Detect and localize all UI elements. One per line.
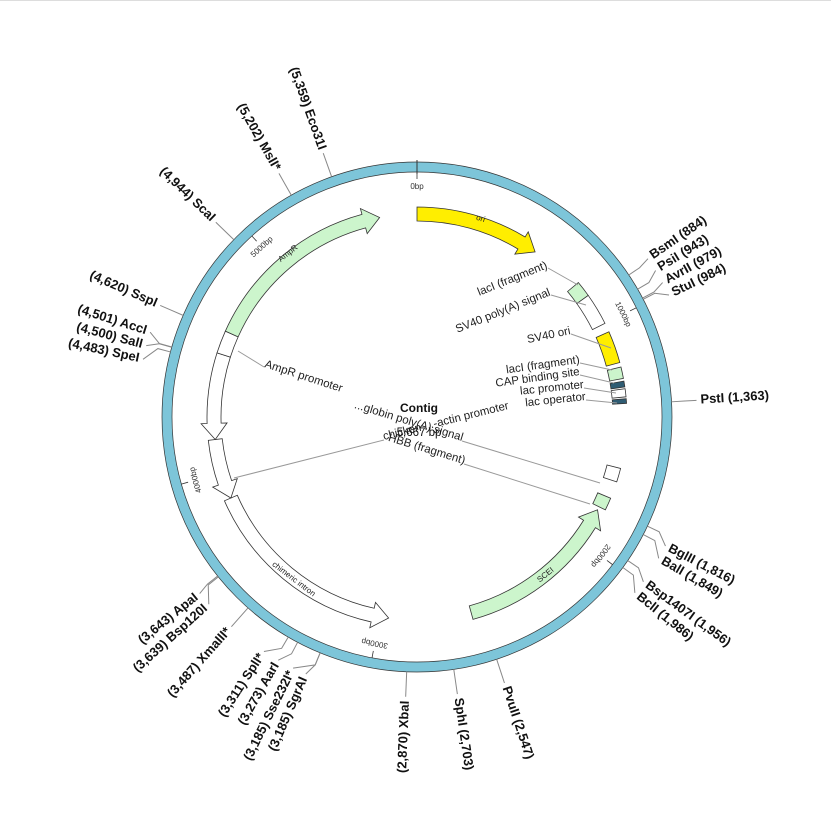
site-leader-line [263,636,289,652]
site-leader-line [647,525,666,547]
site-leader-line [199,575,218,594]
tick-mark [629,307,637,312]
feature-hbb-fragment [592,492,612,511]
feature-label: ori [475,213,486,224]
feature-leader-line [463,463,591,505]
site-leader-line [149,331,172,348]
tick-mark [251,235,257,242]
feature-label: SV40 poly(A) signal [454,287,552,336]
tick-label: 2000bp [589,542,613,569]
feature-leader-line [583,387,617,394]
feature-leader-line [570,333,612,349]
tick-label: 3000bp [360,637,388,651]
feature-chimeric-intron [223,494,390,629]
site-leader-line [671,399,697,403]
feature-leader-line [547,267,579,286]
site-leader-line [305,652,321,675]
site-leader-line [142,348,171,360]
site-leader-line [642,282,663,299]
feature-scei [468,509,602,620]
restriction-site-label[interactable]: (4,620) SspI [88,267,160,310]
site-leader-line [207,576,219,605]
tick-label: 0bp [410,182,424,191]
feature-laci-fragment [606,366,624,382]
restriction-site-label[interactable]: (5,359) Eco31I [287,65,330,152]
feature-sv40-ori [595,331,621,367]
site-leader-line [278,173,292,196]
site-leader-line [628,258,649,276]
site-leader-line [642,292,670,300]
tick-mark [371,650,374,658]
feature-chicken-actin-promoter [207,438,238,499]
feature-leader-line [233,439,385,479]
site-leader-line [160,304,184,316]
restriction-site-label[interactable]: (2,870) XbaI [394,700,412,773]
feature-ori [416,206,536,255]
plasmid-size: 5,667 bp [397,427,442,439]
feature-leader-line [461,440,601,484]
site-leader-line [278,642,299,661]
tick-mark [606,560,613,565]
site-leader-line [496,659,505,684]
feature-lac-operator [611,398,627,405]
tick-label: 4000bp [187,466,203,495]
feature-leader-line [579,362,613,371]
tick-label: 5000bp [249,234,275,259]
feature-leader-line [550,294,587,306]
site-leader-line [643,534,660,559]
site-leader-line [322,153,333,177]
tick-label: 1000bp [613,300,633,328]
feature-label: AmpR promoter [263,358,344,395]
feature-annotations [200,206,627,629]
restriction-site-label[interactable]: (4,944) ScaI [157,164,219,225]
site-leader-line [637,270,657,290]
feature-leader-line [579,374,615,384]
site-leader-line [453,669,458,695]
plasmid-title: Contig [400,401,438,415]
feature-sv40-poly-a-signal [576,294,606,331]
feature-leader-line [237,350,265,368]
feature-globin-poly-a-signal [602,464,622,483]
tick-mark [181,481,189,485]
restriction-site-label[interactable]: PvuII (2,547) [500,684,538,761]
site-leader-line [622,567,636,593]
site-leader-line [293,652,321,669]
restriction-site-label[interactable]: PstI (1,363) [700,387,769,406]
feature-label: SV40 ori [526,325,572,346]
site-leader-line [215,221,235,240]
site-leader-line [627,560,644,582]
site-leader-line [405,671,408,697]
feature-label: chimeric intron [270,560,317,599]
restriction-site-label[interactable]: SphI (2,703) [452,697,477,771]
site-leader-line [231,607,249,627]
feature-leader-line [585,399,618,404]
feature-ampr [224,207,381,338]
feature-cmv-enhancer [200,352,231,441]
restriction-site-label[interactable]: (5,202) MslI* [234,100,285,174]
feature-lac-promoter [610,388,627,399]
